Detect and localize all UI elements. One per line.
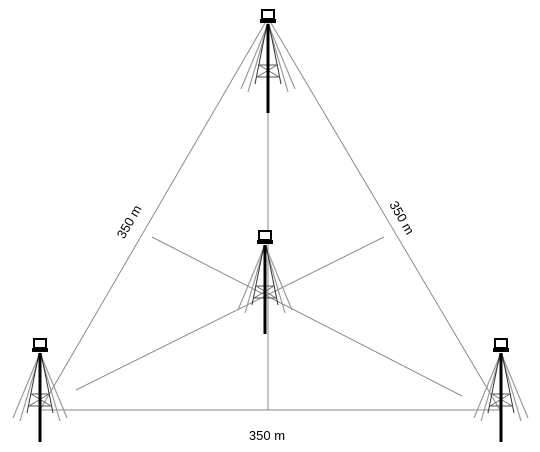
left-side-line bbox=[39, 17, 269, 411]
right-altitude-line bbox=[75, 236, 385, 391]
tripod-station-icon bbox=[472, 337, 530, 444]
left-altitude-line bbox=[151, 236, 463, 397]
tripod-station-icon bbox=[236, 229, 294, 336]
right-side-label: 350 m bbox=[386, 198, 417, 237]
tripod-station-icon bbox=[239, 8, 297, 115]
right-side-line bbox=[267, 17, 501, 411]
triangle-outline bbox=[39, 17, 501, 411]
tripod-station-icon bbox=[11, 337, 69, 444]
left-side-label: 350 m bbox=[114, 202, 145, 241]
bottom-side-label: 350 m bbox=[249, 428, 285, 443]
